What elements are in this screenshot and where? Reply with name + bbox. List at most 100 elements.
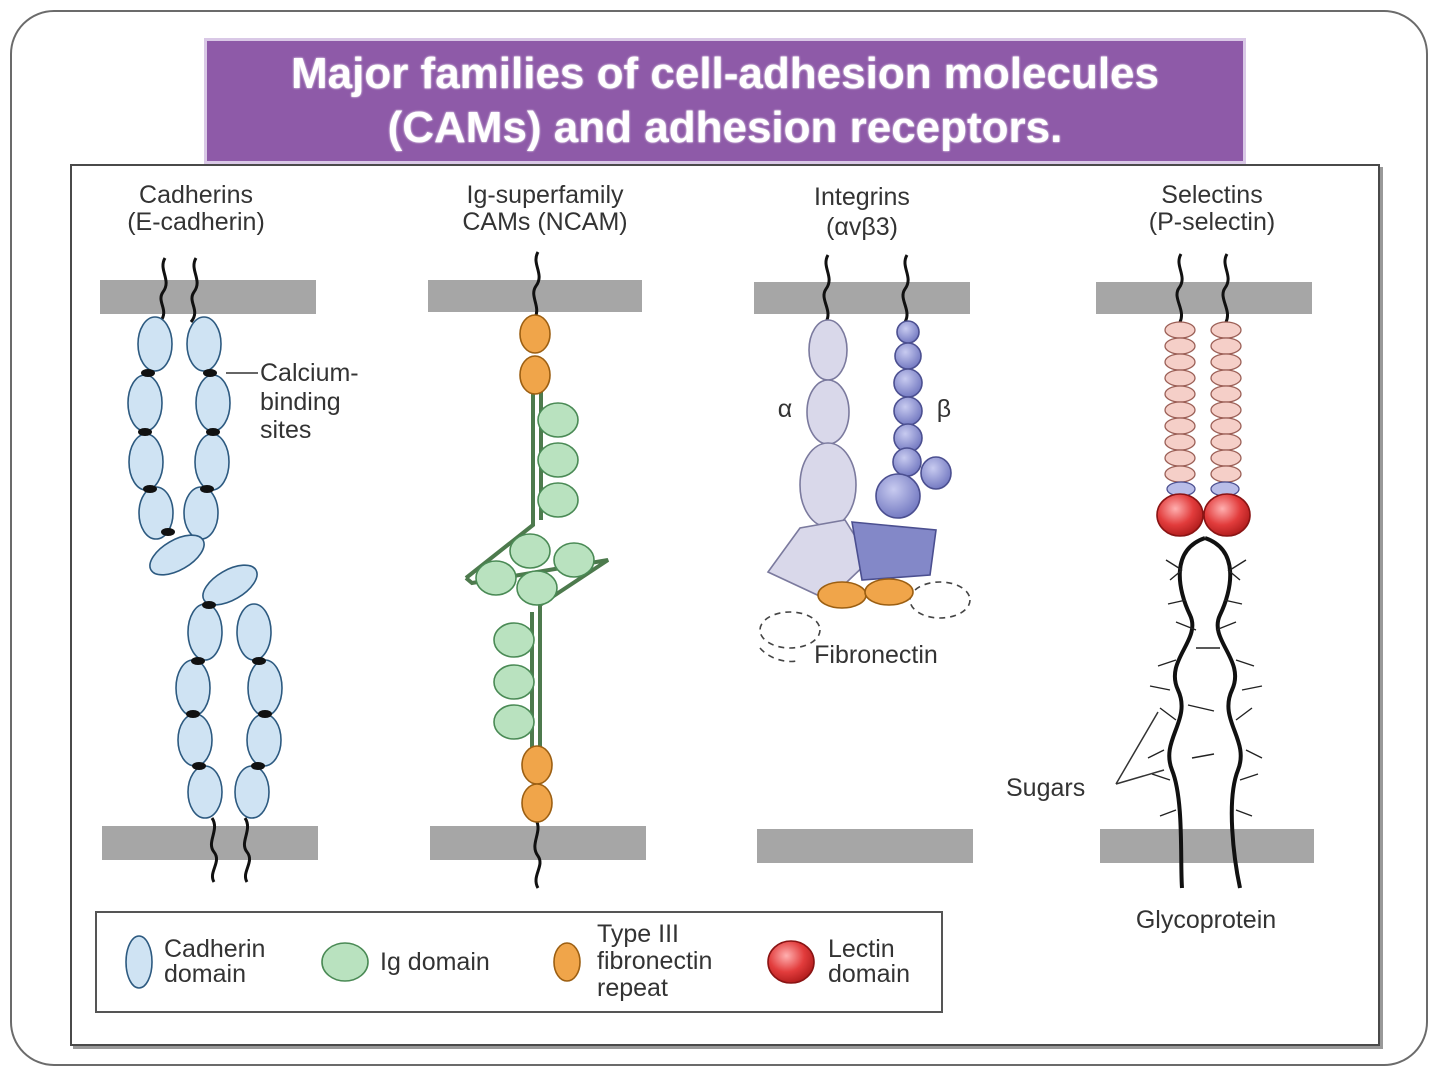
sugars-label: Sugars xyxy=(1006,774,1085,802)
integrin-beta-domain xyxy=(893,368,923,398)
header-cadherins: Cadherins (E-cadherin) xyxy=(127,181,265,236)
glycoprotein-chain-left xyxy=(1167,536,1206,889)
legend-ig-swatch xyxy=(321,942,369,982)
cadherin-tail-bottom-left xyxy=(209,817,219,883)
beta-label: β xyxy=(937,395,951,423)
type3-repeat xyxy=(521,745,553,785)
legend-ig-line1: Ig domain xyxy=(380,948,490,976)
membranes xyxy=(100,280,1314,863)
integrin-alpha-domain xyxy=(808,319,848,381)
integrin-alpha-domain xyxy=(806,379,850,445)
sugars-pointer xyxy=(1115,711,1165,785)
lectin-domain xyxy=(1156,493,1204,537)
cadherin-domain xyxy=(127,374,163,432)
cadherin-domain xyxy=(202,564,258,606)
ig-domain xyxy=(537,402,579,438)
cadherin-domain xyxy=(194,433,230,491)
integrin-beta-domain xyxy=(920,456,952,490)
membrane-top-integrins xyxy=(754,282,970,314)
membrane-top-cadherins xyxy=(100,280,316,314)
ig-domain xyxy=(537,442,579,478)
cadherin-domain xyxy=(149,534,205,576)
type3-repeat xyxy=(521,783,553,823)
cadherin-domain xyxy=(187,765,223,819)
integrin-beta-domain xyxy=(894,342,922,370)
lectin-domain xyxy=(1203,493,1251,537)
cadherin-domain xyxy=(246,713,282,767)
header-selectins-name: Selectins xyxy=(1161,181,1262,209)
membrane-bottom-integrins xyxy=(757,829,973,863)
ig-domain xyxy=(516,570,558,606)
ig-domain xyxy=(509,533,551,569)
legend-cadherin-line2: domain xyxy=(164,960,246,988)
cadherin-domain xyxy=(195,374,231,432)
header-ig-example: CAMs (NCAM) xyxy=(462,208,627,236)
legend-item-cadherin: Cadherin domain xyxy=(125,935,265,989)
ig-domain xyxy=(493,664,535,700)
header-integrins-example: (αvβ3) xyxy=(826,213,898,241)
legend-item-lectin: Lectin domain xyxy=(767,935,910,988)
fibronectin-repeat xyxy=(864,578,914,606)
cadherin-domain xyxy=(177,713,213,767)
glycoprotein-chain-right xyxy=(1204,536,1243,889)
integrin-beta-head xyxy=(851,521,937,581)
selectin-repeats xyxy=(1164,321,1242,483)
ncam-tail-bottom xyxy=(533,819,542,889)
legend-item-type3: Type III fibronectin repeat xyxy=(553,920,712,1002)
cadherin-tail-top-left xyxy=(158,257,168,323)
membrane-top-selectins xyxy=(1096,282,1312,314)
header-cadherins-name: Cadherins xyxy=(139,181,253,209)
membrane-bottom-selectins xyxy=(1100,829,1314,863)
ncam-molecule xyxy=(464,251,610,889)
sugars xyxy=(1147,559,1263,817)
fibronectin-outline xyxy=(909,581,971,619)
legend-cadherin-line1: Cadherin xyxy=(164,935,265,963)
cadherin-tail-bottom-right xyxy=(242,817,252,883)
slide-title: Major families of cell-adhesion molecule… xyxy=(290,49,1160,152)
legend-cadherin-swatch xyxy=(125,935,153,989)
calcium-label-line2: binding xyxy=(260,388,341,416)
integrin-alpha-domain xyxy=(799,442,857,528)
legend-lectin-line1: Lectin xyxy=(828,935,895,963)
ig-domain xyxy=(493,704,535,740)
fibronectin-outline xyxy=(759,647,801,663)
header-integrins: Integrins (αvβ3) xyxy=(814,183,910,241)
ig-domain xyxy=(537,482,579,518)
ncam-stalk-lower xyxy=(464,558,610,770)
cadherin-domain xyxy=(234,765,270,819)
fibronectin-label: Fibronectin xyxy=(814,641,938,669)
legend-type3-line2: fibronectin xyxy=(597,947,712,975)
cadherin-molecule: Calcium- binding sites xyxy=(127,257,359,883)
integrin-beta-domain xyxy=(875,473,921,519)
header-cadherins-example: (E-cadherin) xyxy=(127,208,265,236)
fibronectin-repeat xyxy=(817,581,867,609)
header-ig-name: Ig-superfamily xyxy=(467,181,624,209)
header-selectins: Selectins (P-selectin) xyxy=(1149,181,1275,236)
type3-repeat xyxy=(519,355,551,395)
cadherin-domain xyxy=(137,316,173,372)
ncam-stalk-upper xyxy=(464,392,535,580)
alpha-label: α xyxy=(778,395,792,423)
header-integrins-name: Integrins xyxy=(814,183,910,211)
legend-lectin-line2: domain xyxy=(828,960,910,988)
header-ig: Ig-superfamily CAMs (NCAM) xyxy=(462,181,627,236)
calcium-label-line1: Calcium- xyxy=(260,359,359,387)
integrin-beta-domain xyxy=(892,447,922,477)
calcium-sites xyxy=(138,369,272,770)
integrin-molecule: α β Fibronectin xyxy=(759,254,971,669)
selectin-tail-right xyxy=(1221,253,1230,323)
integrin-beta-domain xyxy=(893,396,923,426)
ig-domain xyxy=(553,542,595,578)
header-selectins-example: (P-selectin) xyxy=(1149,208,1275,236)
legend-type3-line3: repeat xyxy=(597,974,668,1002)
integrin-beta-domain xyxy=(896,320,920,344)
type3-repeat xyxy=(519,314,551,354)
cadherin-tail-top-right xyxy=(189,257,199,323)
title-banner: Major families of cell-adhesion molecule… xyxy=(204,38,1246,164)
calcium-label-line3: sites xyxy=(260,416,311,444)
cadherin-domain xyxy=(236,603,272,661)
ncam-tail-top xyxy=(532,251,541,319)
ig-domain xyxy=(475,560,517,596)
selectin-molecule: Sugars Glycoprotein xyxy=(1006,253,1276,934)
